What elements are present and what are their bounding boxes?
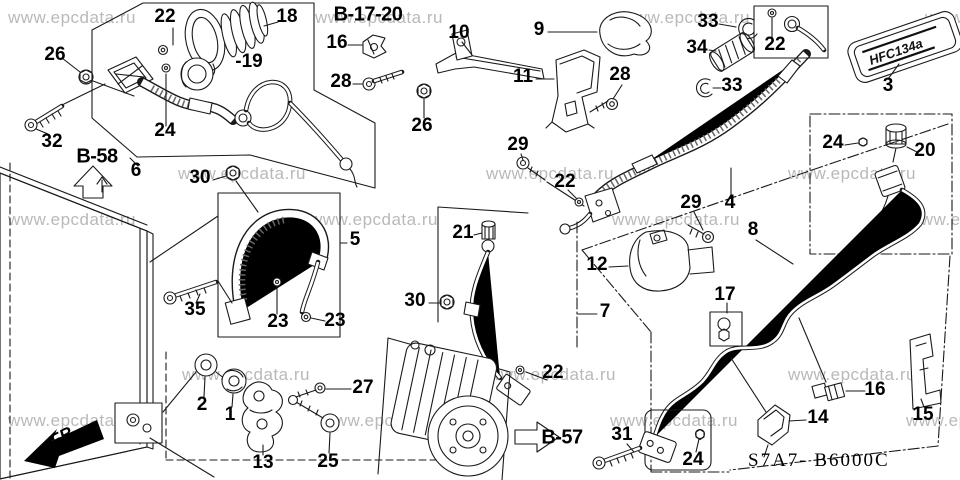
callout-24[interactable]: 24 <box>682 449 704 470</box>
callout-11[interactable]: 11 <box>512 66 534 87</box>
callout-8[interactable]: 8 <box>747 219 759 240</box>
watermark: www.epcdata.ru <box>610 411 738 430</box>
ref-b57[interactable]: B-57 <box>541 426 583 449</box>
ref-b1720[interactable]: B-17-20 <box>333 3 403 26</box>
callout-30[interactable]: 30 <box>189 167 211 188</box>
callout-16[interactable]: 16 <box>326 32 348 53</box>
callout-22[interactable]: 22 <box>554 171 576 192</box>
callout-10[interactable]: 10 <box>448 22 470 43</box>
watermark: www.epcdata.ru <box>178 164 306 183</box>
b58-arrow-icon <box>73 165 113 199</box>
callout-31[interactable]: 31 <box>611 424 633 445</box>
callout-27[interactable]: 27 <box>352 377 374 398</box>
callout-34[interactable]: 34 <box>686 37 708 58</box>
diagram-code: S7A7- B6000C <box>748 450 890 471</box>
b1720-bracket-group <box>362 29 545 99</box>
callout-23[interactable]: 23 <box>324 310 346 331</box>
callout-25[interactable]: 25 <box>317 451 339 472</box>
watermark: www.epcdata.ru <box>310 210 438 229</box>
callout-35[interactable]: 35 <box>184 299 206 320</box>
discharge-pipe-assembly-6 <box>24 1 376 189</box>
callout-20[interactable]: 20 <box>914 140 936 161</box>
watermark: www.epcdata.ru <box>8 411 136 430</box>
watermark: www.epcdata.ru <box>315 8 443 27</box>
callout-24[interactable]: 24 <box>154 120 176 141</box>
spec-sticker: HFC134a <box>847 11 960 83</box>
callout-3[interactable]: 3 <box>882 75 894 96</box>
watermark: www.epcdata.ru <box>906 411 960 430</box>
callout-26[interactable]: 26 <box>411 115 433 136</box>
callout-30[interactable]: 30 <box>404 290 426 311</box>
watermark: www.epcdata.ru <box>8 210 136 229</box>
hose-5-group <box>163 165 341 338</box>
watermark: www.epcdata.ru <box>622 8 750 27</box>
callout-1[interactable]: 1 <box>224 404 236 425</box>
receiver-pipe-8-group <box>581 123 951 473</box>
callout-17[interactable]: 17 <box>714 284 736 305</box>
watermark: www.epcdata.ru <box>612 210 740 229</box>
callout-12[interactable]: 12 <box>586 254 608 275</box>
callout-22[interactable]: 22 <box>764 34 786 55</box>
condenser-sketch <box>0 162 498 480</box>
callout-33[interactable]: 33 <box>721 75 743 96</box>
callout-24[interactable]: 24 <box>822 132 844 153</box>
callout-5[interactable]: 5 <box>349 229 361 250</box>
leader-lines <box>35 17 925 456</box>
callout-29[interactable]: 29 <box>507 134 529 155</box>
callout-23[interactable]: 23 <box>267 311 289 332</box>
callout-9[interactable]: 9 <box>533 19 545 40</box>
compressor-sketch <box>377 337 511 480</box>
callout-18[interactable]: 18 <box>276 6 298 27</box>
valve-and-bracket-13-group <box>194 353 340 453</box>
callout-16[interactable]: 16 <box>864 379 886 400</box>
callout-26[interactable]: 26 <box>44 44 66 65</box>
callout-28[interactable]: 28 <box>609 64 631 85</box>
callout-19[interactable]: -19 <box>235 51 263 72</box>
b57-arrow-icon <box>514 421 560 453</box>
service-valve-detail <box>809 113 953 255</box>
callout-14[interactable]: 14 <box>807 407 829 428</box>
watermark: www.epcdata.ru <box>486 164 614 183</box>
callout-21[interactable]: 21 <box>452 222 474 243</box>
callout-7[interactable]: 7 <box>599 301 611 322</box>
watermark: www.epcdata.ru <box>8 8 136 27</box>
callout-22[interactable]: 22 <box>542 362 564 383</box>
direction-arrows <box>24 165 560 468</box>
callout-4[interactable]: 4 <box>724 192 736 213</box>
callout-33[interactable]: 33 <box>697 11 719 32</box>
callout-13[interactable]: 13 <box>252 452 274 473</box>
callout-22[interactable]: 22 <box>154 6 176 27</box>
suction-hose-group <box>516 5 829 292</box>
callout-15[interactable]: 15 <box>912 404 934 425</box>
callout-28[interactable]: 28 <box>330 71 352 92</box>
callout-2[interactable]: 2 <box>196 394 208 415</box>
ref-b58[interactable]: B-58 <box>76 145 118 168</box>
watermark: www.epcdata.ru <box>788 365 916 384</box>
callout-6[interactable]: 6 <box>130 160 142 181</box>
callout-29[interactable]: 29 <box>680 192 702 213</box>
fr-arrow-icon <box>24 420 104 468</box>
callout-32[interactable]: 32 <box>41 131 63 152</box>
